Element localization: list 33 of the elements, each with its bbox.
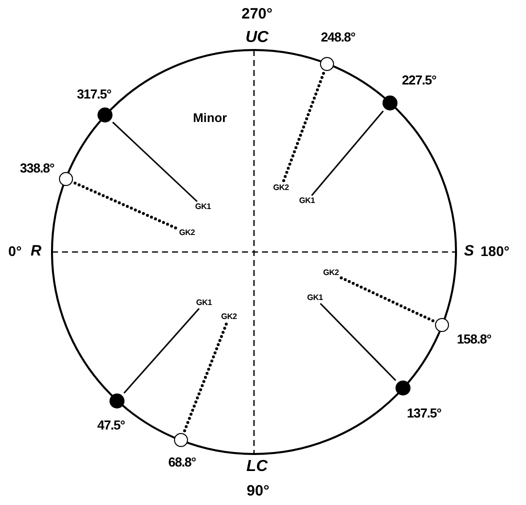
- point-label: GK1: [196, 299, 212, 307]
- degree-label: 227.5°: [402, 74, 436, 86]
- point-label: GK2: [323, 269, 339, 277]
- point-label: GK2: [273, 184, 289, 192]
- point-label: GK2: [179, 229, 195, 237]
- angle-label: 90°: [246, 484, 270, 498]
- dotted-connector-line: [282, 72, 325, 184]
- connector-line: [320, 302, 396, 382]
- degree-label: 47.5°: [97, 418, 125, 432]
- degree-label: 248.8°: [320, 30, 356, 44]
- axis-label: UC: [245, 30, 269, 46]
- angle-label: 180°: [480, 244, 510, 258]
- degree-label: 137.5°: [406, 406, 442, 420]
- connector-line: [112, 122, 198, 202]
- angle-label: 270°: [241, 6, 273, 22]
- quadrant-label: Minor: [192, 112, 228, 124]
- dotted-connector-line: [183, 321, 228, 432]
- connector-line: [123, 308, 200, 394]
- point-label: GK1: [195, 203, 211, 211]
- degree-label: 338.8°: [20, 162, 54, 174]
- degree-label: 158.8°: [456, 332, 492, 346]
- degree-label: 68.8°: [168, 456, 196, 468]
- point-label: GK1: [299, 197, 315, 205]
- dotted-connector-line: [74, 182, 180, 230]
- axis-label: LC: [246, 459, 268, 475]
- degree-label: 317.5°: [76, 88, 112, 100]
- axis-label: S: [464, 244, 474, 258]
- point-label: GK1: [307, 294, 323, 302]
- angle-label: 0°: [8, 244, 22, 258]
- connector-line: [311, 110, 384, 196]
- point-label: GK2: [221, 313, 237, 321]
- axis-label: R: [30, 244, 42, 258]
- dotted-connector-line: [338, 276, 434, 322]
